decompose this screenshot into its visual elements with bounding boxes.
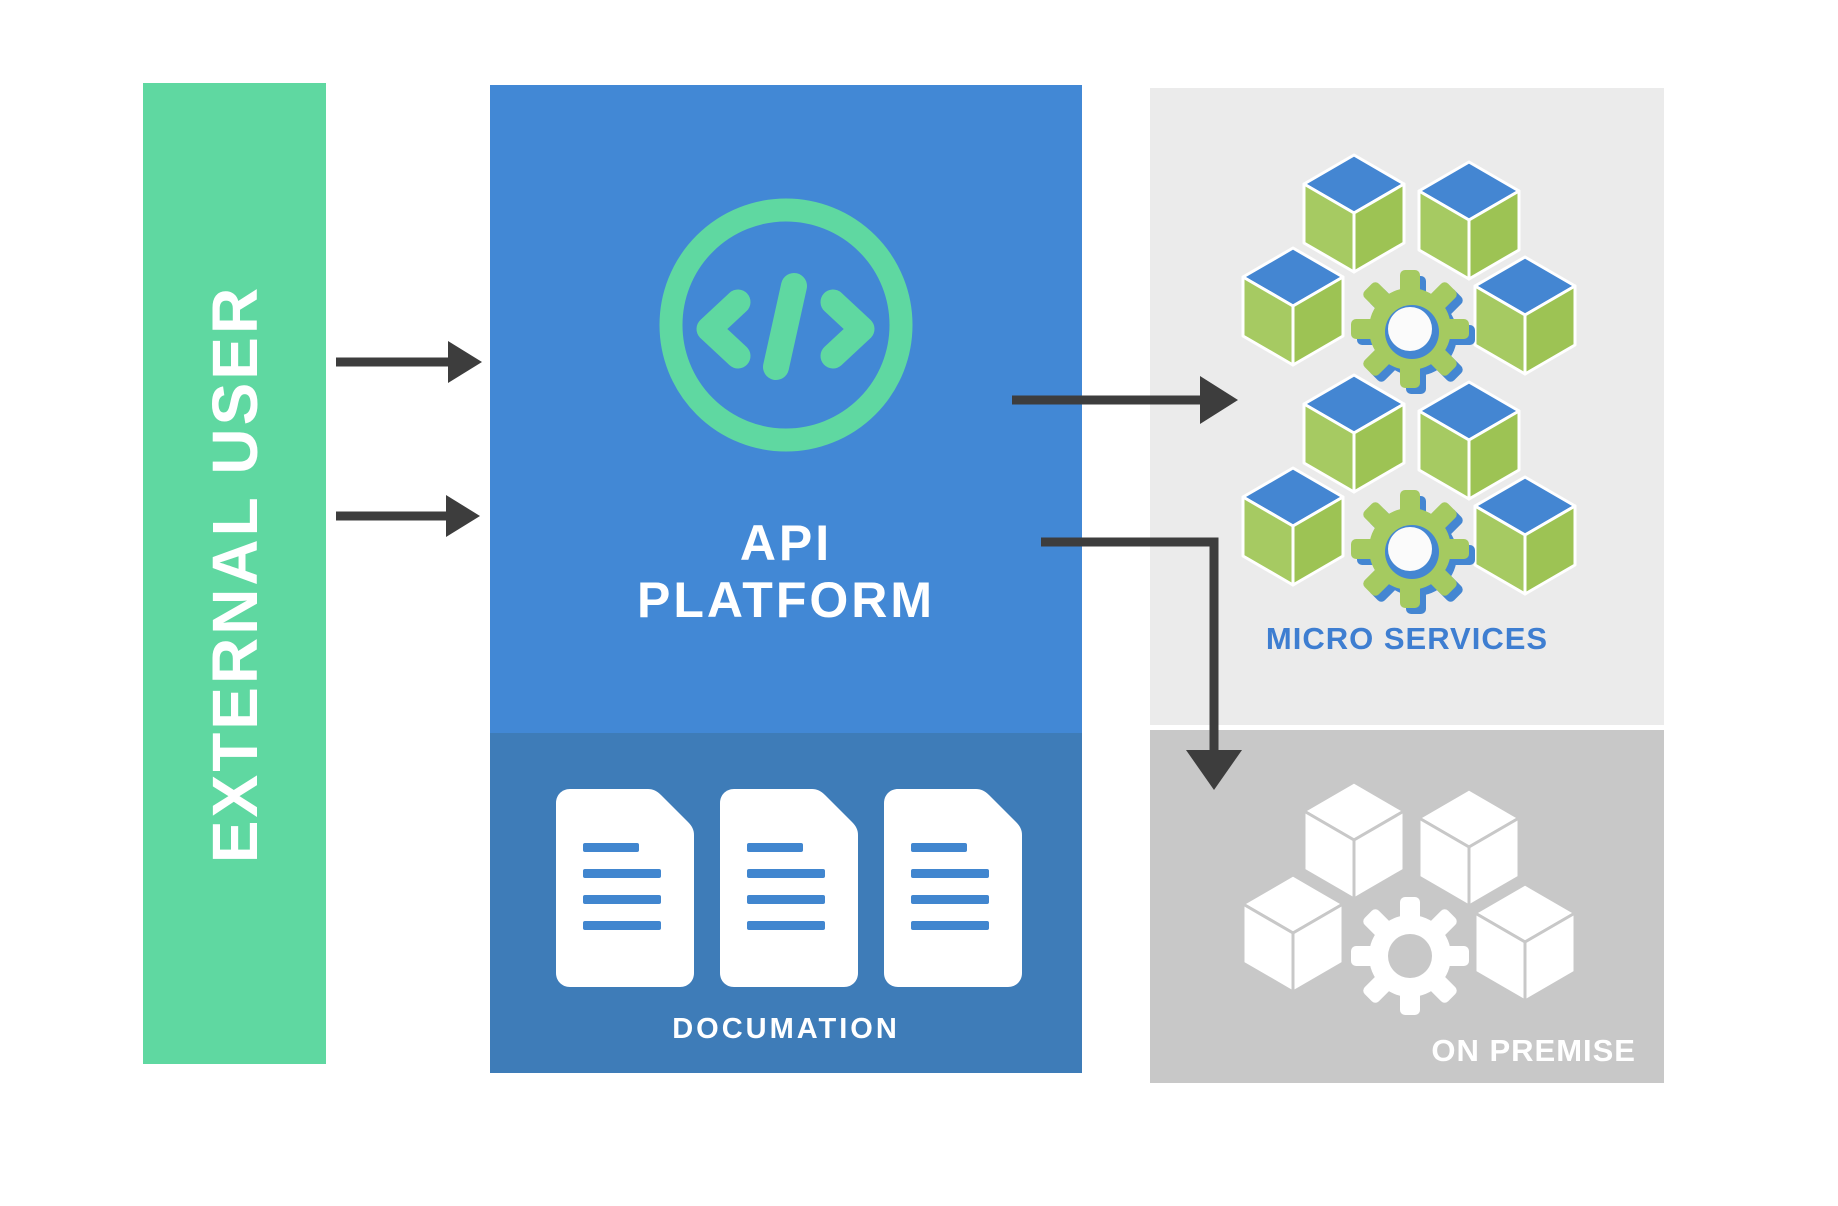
documentation-section: DOCUMATION [490,733,1082,1073]
arrow-user-to-api-bottom-icon [336,495,480,537]
document-icon [884,789,1022,987]
external-user-label: EXTERNAL USER [198,284,271,863]
external-user-panel: EXTERNAL USER [143,83,326,1064]
document-icon [556,789,694,987]
documentation-label: DOCUMATION [672,1013,900,1045]
code-brackets-icon [659,198,913,452]
cube-cluster-icon [1243,782,1583,1026]
on-premise-label: ON PREMISE [1431,1033,1636,1068]
api-platform-title-line1: API [739,515,833,571]
cube-cluster-icon [1243,375,1583,619]
api-platform-title: API PLATFORM [490,515,1082,629]
micro-services-label: MICRO SERVICES [1265,621,1549,656]
document-icon [720,789,858,987]
micro-services-panel: MICRO SERVICES [1150,88,1664,725]
api-platform-panel: API PLATFORM DOCUMATION [490,85,1082,1073]
api-platform-title-line2: PLATFORM [636,572,936,628]
on-premise-panel: ON PREMISE [1150,730,1664,1083]
cube-cluster-icon [1243,155,1583,399]
arrow-user-to-api-top-icon [336,341,482,383]
